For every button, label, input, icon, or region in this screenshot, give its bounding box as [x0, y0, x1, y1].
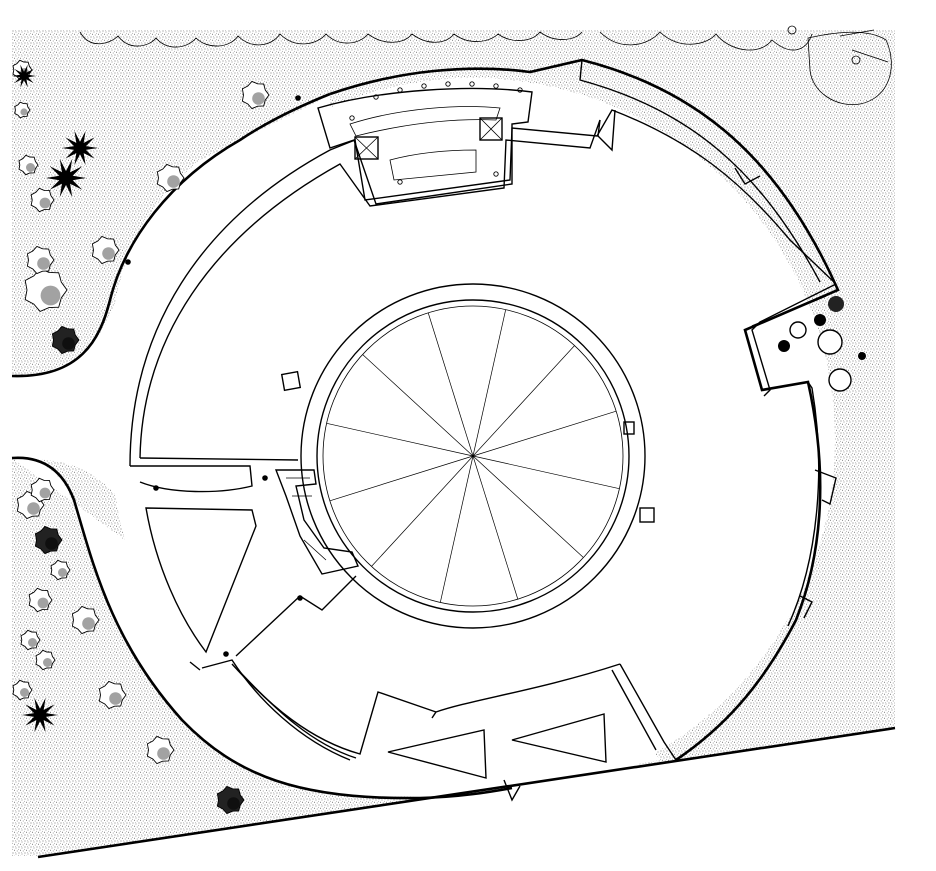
- shrub-shadow: [20, 688, 29, 697]
- rotunda-segment-line: [371, 455, 474, 567]
- column-dots: [349, 81, 523, 185]
- north-entrance-pavilion: [317, 81, 533, 205]
- tree-icon: [807, 31, 892, 106]
- shrub-shadow: [102, 247, 115, 260]
- rotunda-segment-line: [362, 354, 474, 457]
- rotunda-segment-line: [472, 455, 620, 490]
- gallery-walls: [129, 109, 837, 761]
- gallery-features: [125, 95, 607, 802]
- shrub-shadow: [39, 197, 51, 209]
- forecourt-triangles: [387, 713, 607, 779]
- shrub-shadow: [58, 568, 67, 577]
- rotunda-segment-line: [472, 345, 575, 457]
- shrub-shadow: [227, 797, 240, 810]
- shrub-shadow: [37, 597, 49, 609]
- rotunda-segment-line: [329, 455, 474, 502]
- outer-wall: [329, 58, 840, 762]
- shrub-shadow: [26, 163, 35, 172]
- tree-icon: [817, 329, 843, 355]
- shrub-shadow: [45, 537, 58, 550]
- rotunda-segment-line: [439, 455, 474, 603]
- shrub-shadow: [27, 502, 40, 515]
- east-shrubs: [789, 321, 852, 392]
- rotunda-segment-line: [472, 309, 507, 457]
- star-tree-icon: [62, 130, 98, 166]
- rotunda-segment-line: [427, 312, 474, 457]
- shrub-shadow: [37, 257, 50, 270]
- shrub-shadow: [39, 487, 51, 499]
- central-rotunda: [274, 283, 655, 629]
- site-boundary: [11, 92, 896, 859]
- star-tree-icon: [22, 697, 58, 733]
- shrub-shadow: [20, 108, 28, 116]
- star-tree-icon: [46, 159, 86, 197]
- rotunda-segment-line: [472, 455, 519, 600]
- north-hedge: [79, 25, 892, 106]
- shrub-shadow: [62, 337, 75, 350]
- rotunda-segment-line: [472, 410, 617, 457]
- shrub-shadow: [28, 638, 37, 647]
- shrub-shadow: [40, 285, 61, 306]
- shrub-shadow: [157, 747, 170, 760]
- shrub-shadow: [167, 175, 180, 188]
- rotunda-segment-line: [326, 422, 474, 457]
- east-plantings: [778, 296, 866, 360]
- rotunda-segments: [326, 309, 620, 603]
- shrub-shadow: [82, 617, 95, 630]
- shrub-shadow: [252, 92, 265, 105]
- shrub-shadow: [43, 658, 52, 667]
- rotunda-pier: [639, 507, 655, 523]
- rotunda-niche: [623, 421, 635, 435]
- vegetation: [12, 25, 892, 815]
- rotunda-segment-line: [472, 455, 584, 558]
- shrub-shadow: [109, 692, 122, 705]
- shrubs: [12, 59, 270, 815]
- star-tree-icon: [12, 64, 36, 88]
